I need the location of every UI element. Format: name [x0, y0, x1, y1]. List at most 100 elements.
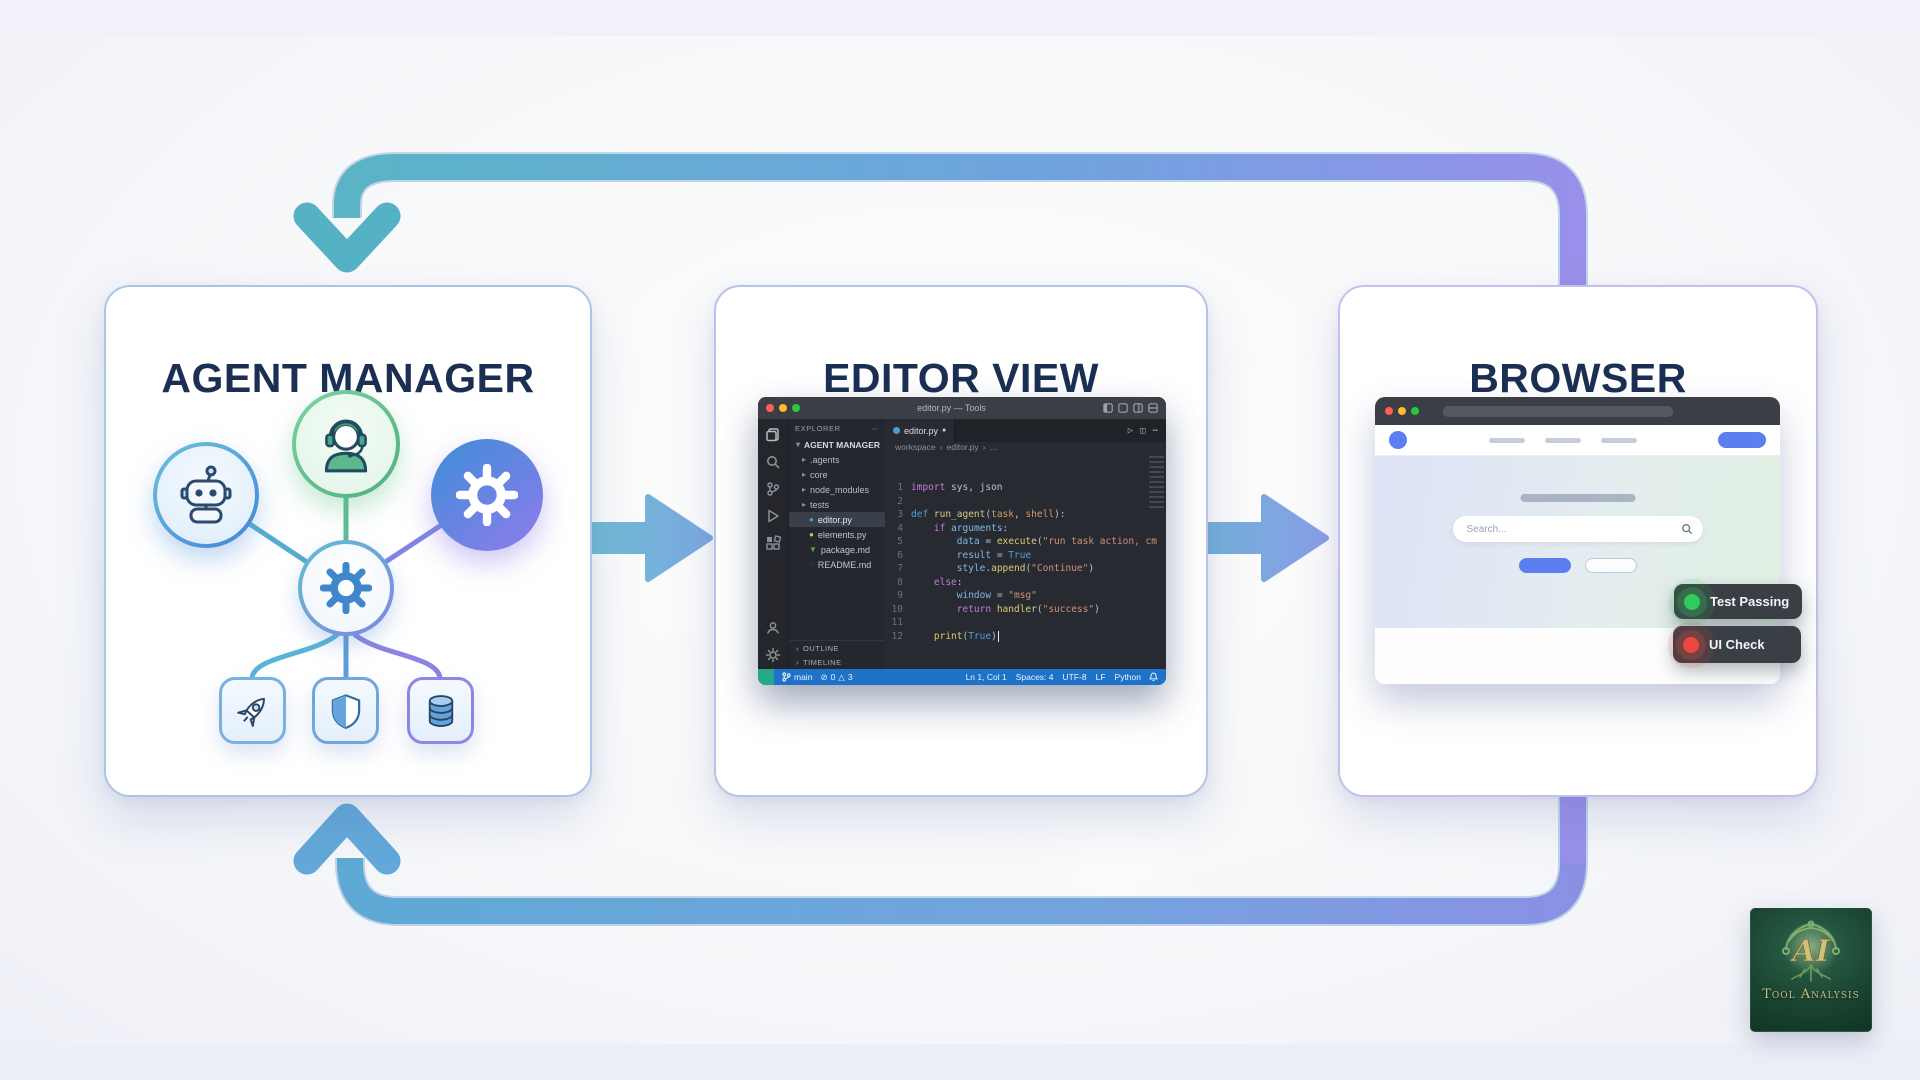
tree-monogram-icon: AI [1782, 920, 1840, 982]
layout-toggle-icons[interactable] [1103, 403, 1158, 413]
breadcrumb-item[interactable]: workspace [895, 442, 936, 452]
panel-bottom-icon[interactable] [1118, 403, 1128, 413]
file-name: README.md [817, 559, 872, 570]
file-name: .agents [810, 454, 840, 465]
tree-item-editor-py[interactable]: ●editor.py [789, 512, 885, 527]
split-editor-icon[interactable]: ◫ [1140, 425, 1146, 436]
close-window-icon[interactable] [766, 404, 774, 412]
tree-item-elements-py[interactable]: ●elements.py [789, 527, 885, 542]
tree-item-tests[interactable]: ▸tests [789, 497, 885, 512]
bottom-band [337, 858, 1586, 924]
text-cursor [997, 630, 1000, 642]
close-window-icon[interactable] [1385, 407, 1393, 415]
panel-left-icon[interactable] [1103, 403, 1113, 413]
agent-manager-card: AGENT MANAGER [104, 285, 592, 797]
status-right: Ln 1, Col 1 Spaces: 4 UTF-8 LF Python [966, 672, 1141, 682]
git-branch-status[interactable]: main [782, 672, 812, 682]
status-item[interactable]: LF [1095, 672, 1106, 682]
traffic-lights[interactable] [1385, 407, 1419, 415]
layout-grid-icon[interactable] [1148, 403, 1158, 413]
minimize-window-icon[interactable] [779, 404, 787, 412]
branch-name: main [794, 672, 813, 682]
signup-button[interactable] [1718, 432, 1766, 448]
nav-link[interactable] [1488, 437, 1525, 443]
editor-view-title: EDITOR VIEW [823, 355, 1099, 402]
file-name: core [810, 469, 828, 480]
run-debug-icon[interactable] [765, 508, 781, 524]
code-line: 11 [891, 617, 903, 628]
site-navbar [1375, 425, 1780, 456]
browser-title: BROWSER [1469, 355, 1687, 402]
search-icon[interactable] [1681, 523, 1693, 535]
more-actions-icon[interactable]: ⋯ [1152, 425, 1158, 436]
operator-node [292, 390, 400, 498]
breadcrumb-separator-icon: › [939, 442, 943, 452]
notifications-bell-icon[interactable] [1149, 672, 1158, 682]
dirty-dot-icon[interactable]: ● [942, 427, 947, 434]
zoom-window-icon[interactable] [1411, 407, 1419, 415]
file-type-icon: ▼ [809, 545, 817, 554]
top-letterbox [0, 0, 1920, 36]
status-item[interactable]: Python [1114, 672, 1141, 682]
explorer-files-icon[interactable] [765, 427, 781, 443]
core-gear-node [298, 540, 394, 636]
nav-link[interactable] [1544, 437, 1581, 443]
more-actions-icon[interactable]: ⋯ [870, 424, 879, 433]
explorer-bottom-panels: › OUTLINE › TIMELINE [789, 640, 885, 669]
secondary-button[interactable] [1584, 558, 1637, 573]
status-item[interactable]: Ln 1, Col 1 [965, 672, 1007, 682]
source-control-icon[interactable] [765, 481, 781, 497]
robot-icon [180, 465, 232, 524]
logo-monogram: AI [1789, 934, 1830, 969]
top-band [334, 154, 1586, 863]
breadcrumb-item[interactable]: … [989, 442, 998, 452]
status-bar: main ⊘ 0 △ 3 Ln 1, Col 1 Spaces: 4 UTF-8 LF… [758, 669, 1166, 685]
search-input[interactable]: Search... [1452, 516, 1703, 542]
explorer-panel: EXPLORER ⋯ ▾AGENT MANAGER▸.agents▸core▸n… [789, 419, 885, 669]
traffic-lights[interactable] [766, 404, 800, 412]
tab-bar: editor.py ● ▷ ◫ ⋯ [885, 419, 1166, 442]
gear-icon [320, 562, 372, 614]
tree-item-readme-md[interactable]: ◌README.md [789, 557, 885, 572]
site-logo[interactable] [1389, 431, 1407, 449]
arrow-right-icon [1205, 494, 1329, 582]
outline-panel[interactable]: › OUTLINE [789, 641, 885, 655]
problems-status[interactable]: ⊘ 0 △ 3 [820, 672, 852, 683]
address-bar[interactable] [1443, 405, 1673, 417]
code-line: 6 result = True [897, 549, 1032, 561]
timeline-panel[interactable]: › TIMELINE [789, 655, 885, 669]
tree-item-node-modules[interactable]: ▸node_modules [789, 482, 885, 497]
zoom-window-icon[interactable] [792, 404, 800, 412]
file-name: package.md [820, 544, 870, 555]
minimap[interactable] [1149, 456, 1164, 508]
primary-button[interactable] [1518, 558, 1571, 573]
minimize-window-icon[interactable] [1398, 407, 1406, 415]
tree-item-agent-manager[interactable]: ▾AGENT MANAGER [789, 437, 885, 452]
code-line: 8 else: [897, 576, 963, 588]
settings-gear-icon[interactable] [765, 647, 781, 663]
tree-item-package-md[interactable]: ▼package.md [789, 542, 885, 557]
extensions-icon[interactable] [765, 535, 781, 551]
remote-indicator[interactable] [758, 669, 774, 685]
chevron-right-icon: › [796, 657, 799, 667]
panel-right-icon[interactable] [1133, 403, 1143, 413]
outline-label: OUTLINE [803, 643, 840, 653]
breadcrumb[interactable]: workspace›editor.py›… [885, 442, 1166, 452]
status-item[interactable]: Spaces: 4 [1015, 672, 1054, 682]
status-item[interactable]: UTF-8 [1062, 672, 1087, 682]
breadcrumb-item[interactable]: editor.py [946, 442, 979, 452]
search-icon[interactable] [765, 454, 781, 470]
tree-item-core[interactable]: ▸core [789, 467, 885, 482]
account-icon[interactable] [765, 620, 781, 636]
tree-item--agents[interactable]: ▸.agents [789, 452, 885, 467]
warning-count: 3 [847, 672, 853, 682]
run-file-icon[interactable]: ▷ [1127, 425, 1134, 436]
nav-link[interactable] [1600, 437, 1637, 443]
tab-editor-py[interactable]: editor.py ● [885, 419, 956, 442]
logo-text: Tool Analysis [1762, 987, 1860, 1002]
